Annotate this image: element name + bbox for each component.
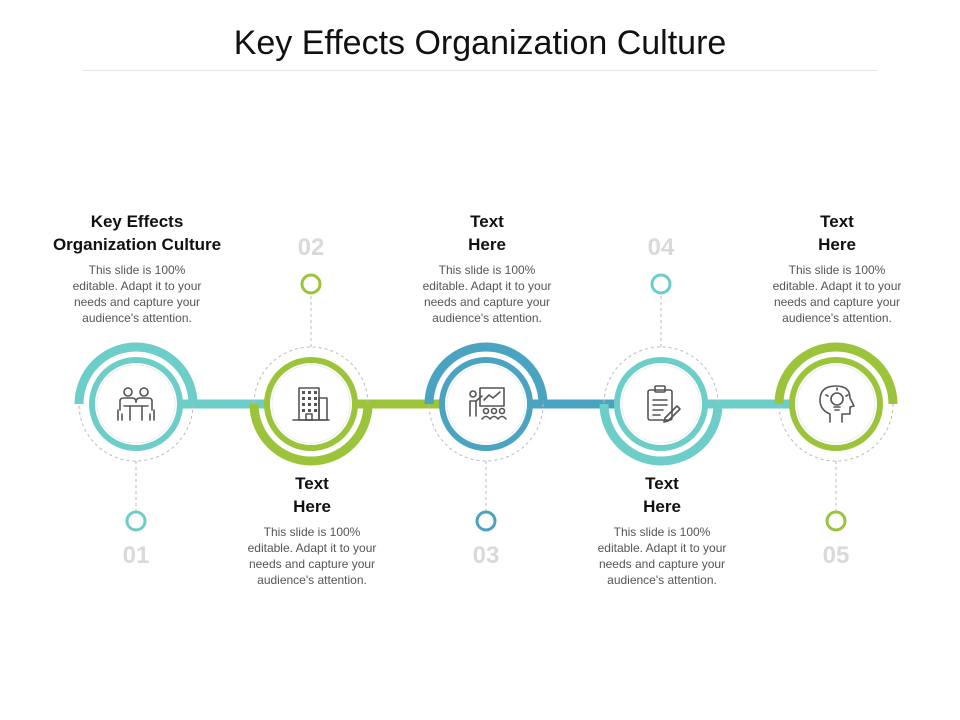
step-3-body: This slide is 100% editable. Adapt it to… xyxy=(422,263,552,325)
step-5-body: This slide is 100% editable. Adapt it to… xyxy=(772,263,902,325)
step-circle-inner-1 xyxy=(96,364,176,444)
marker-dot-2 xyxy=(300,273,322,295)
step-5-heading: Text Here xyxy=(818,212,856,254)
step-circle-inner-3 xyxy=(446,364,526,444)
step-1-number: 01 xyxy=(122,542,150,569)
step-4-heading: Text Here xyxy=(643,474,681,516)
step-1-text: Key Effects Organization Culture This sl… xyxy=(52,210,222,326)
step-2-heading: Text Here xyxy=(293,474,331,516)
outer-arc-5 xyxy=(774,342,898,405)
marker-dot-3 xyxy=(475,510,497,532)
step-5-text: Text Here This slide is 100% editable. A… xyxy=(752,210,922,326)
presentation-icon xyxy=(469,387,507,420)
step-2-text: Text Here This slide is 100% editable. A… xyxy=(227,472,397,588)
step-circles xyxy=(89,357,883,451)
marker-dot-4 xyxy=(650,273,672,295)
head-lightbulb-icon xyxy=(819,385,855,423)
step-3-text: Text Here This slide is 100% editable. A… xyxy=(402,210,572,326)
title-divider xyxy=(82,70,878,71)
step-3-heading: Text Here xyxy=(468,212,506,254)
outer-arc-3 xyxy=(424,342,548,405)
marker-dot-5 xyxy=(825,510,847,532)
step-circle-inner-5 xyxy=(796,364,876,444)
outer-arc-4 xyxy=(599,403,723,466)
page-title: Key Effects Organization Culture xyxy=(233,24,727,62)
step-2-body: This slide is 100% editable. Adapt it to… xyxy=(247,525,377,587)
meeting-icon xyxy=(117,387,155,421)
step-1-body: This slide is 100% editable. Adapt it to… xyxy=(72,263,202,325)
step-4-number: 04 xyxy=(647,234,675,261)
step-4-body: This slide is 100% editable. Adapt it to… xyxy=(597,525,727,587)
marker-dots xyxy=(125,273,847,532)
office-building-icon xyxy=(292,387,330,421)
clipboard-icon xyxy=(647,385,681,423)
step-5-number: 05 xyxy=(822,542,850,569)
marker-dot-1 xyxy=(125,510,147,532)
outer-arc-2 xyxy=(249,403,373,466)
step-2-number: 02 xyxy=(297,234,325,261)
step-1-heading: Key Effects Organization Culture xyxy=(52,212,222,254)
step-4-text: Text Here This slide is 100% editable. A… xyxy=(577,472,747,588)
step-icons xyxy=(117,385,855,423)
step-circle-inner-4 xyxy=(621,364,701,444)
outer-arc-1 xyxy=(74,342,198,405)
step-3-number: 03 xyxy=(472,542,500,569)
outer-arcs xyxy=(74,342,898,466)
